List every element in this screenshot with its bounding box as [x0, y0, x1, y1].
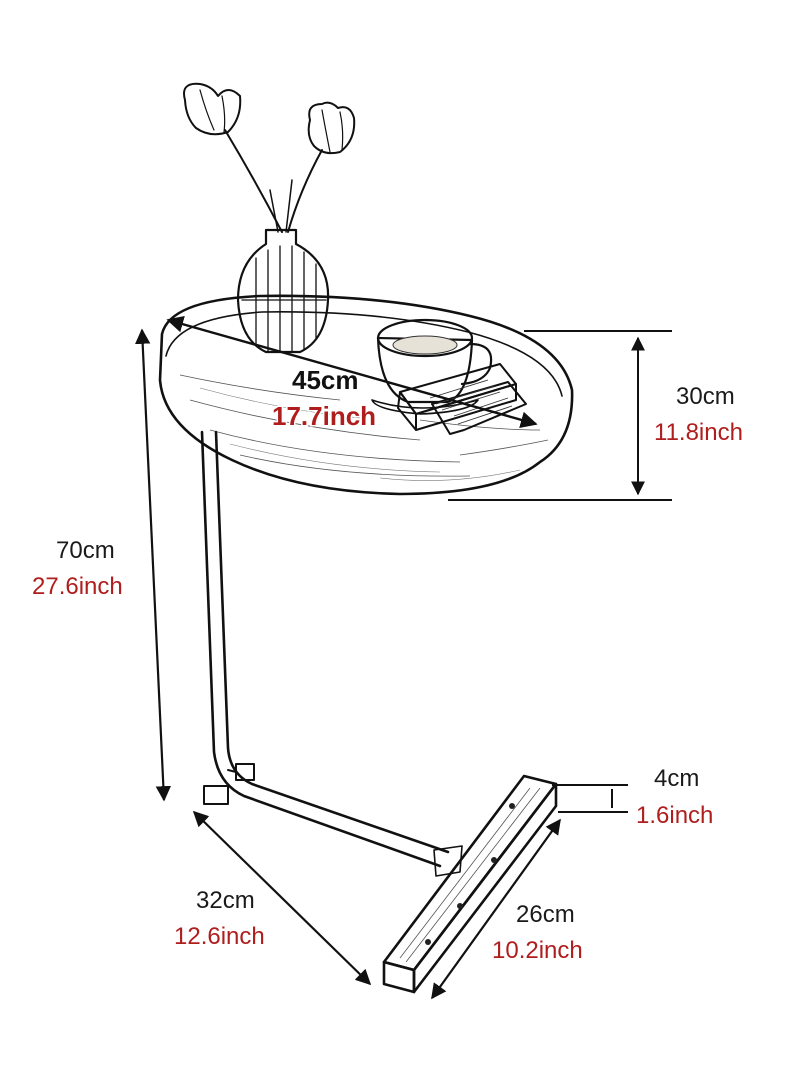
base-width-inch-label: 10.2inch: [492, 937, 583, 964]
base-length-inch-label: 12.6inch: [174, 923, 265, 950]
top-depth-dimension: [448, 330, 672, 501]
top-depth-inch-label: 11.8inch: [654, 419, 743, 446]
tulip-left-icon: [183, 82, 242, 136]
height-arrow: [134, 328, 172, 802]
vase-with-tulips: [183, 82, 356, 354]
top-width-cm-label: 45cm: [292, 365, 359, 395]
top-width-arrow: [166, 316, 538, 428]
base-length-cm-label: 32cm: [196, 887, 255, 914]
base-width-arrow: [431, 818, 561, 1000]
books-icon: [397, 363, 527, 435]
base-thickness-inch-label: 1.6inch: [636, 802, 713, 829]
tulip-right-icon: [307, 101, 356, 155]
table-top: [158, 294, 574, 496]
base-length-arrow: [192, 810, 372, 986]
table-leg: [200, 430, 463, 877]
top-width-inch-label: 17.7inch: [272, 401, 376, 431]
vase-icon: [236, 228, 330, 354]
base-thickness-dimension: [552, 784, 628, 813]
height-inch-label: 27.6inch: [32, 573, 123, 600]
height-cm-label: 70cm: [56, 537, 115, 564]
top-depth-cm-label: 30cm: [676, 383, 735, 410]
base-thickness-cm-label: 4cm: [654, 765, 699, 792]
base-width-cm-label: 26cm: [516, 901, 575, 928]
